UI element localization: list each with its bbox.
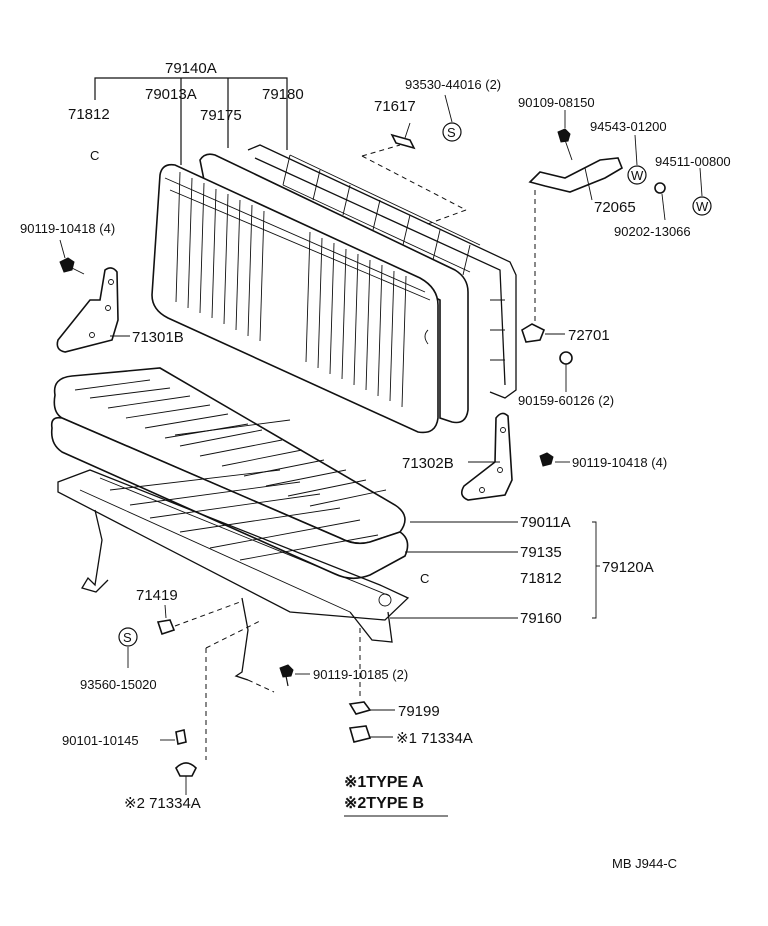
label-79175: 79175 — [200, 107, 242, 124]
label-71334A-type-a: ※1 71334A — [396, 730, 473, 747]
marker-circles — [118, 122, 712, 647]
seat-back-pad — [199, 153, 469, 424]
seat-cushion-frame — [57, 469, 410, 681]
lock-bracket-72065 — [528, 128, 666, 330]
label-79120A: 79120A — [602, 559, 654, 576]
label-90119-b: 90119-10418 (4) — [572, 455, 667, 470]
bolt-90119-10185 — [247, 664, 294, 693]
label-71301B: 71301B — [132, 329, 184, 346]
label-94543: 94543-01200 — [590, 119, 667, 134]
label-s-bot: S — [123, 630, 132, 645]
label-90109: 90109-08150 — [518, 95, 595, 110]
hinge-bracket-right-71302B — [460, 412, 554, 501]
striker-72701 — [521, 323, 573, 380]
label-79011A: 79011A — [520, 514, 571, 531]
label-79199: 79199 — [398, 703, 440, 720]
label-72701: 72701 — [568, 327, 610, 344]
diagram-reference: MB J944-C — [612, 856, 677, 871]
seat-back-cover — [151, 163, 439, 434]
label-90202: 90202-13066 — [614, 224, 691, 239]
cushion-hook-type-a — [348, 628, 372, 743]
label-90101: 90101-10145 — [62, 733, 139, 748]
label-71334A-type-b: ※2 71334A — [124, 795, 201, 812]
label-71812-mid: 71812 — [520, 570, 562, 587]
label-71617: 71617 — [374, 98, 416, 115]
label-w2: W — [696, 199, 709, 214]
clip-71617 — [361, 133, 467, 226]
label-71302B: 71302B — [402, 455, 454, 472]
cushion-hook-71419 — [156, 601, 241, 636]
leader-lines — [59, 94, 703, 817]
label-71419: 71419 — [136, 587, 178, 604]
legend-type-b: ※2TYPE B — [344, 795, 424, 812]
seat-cushion-pad — [50, 416, 409, 580]
legend-type-a: ※1TYPE A — [344, 774, 424, 791]
label-w1: W — [631, 168, 644, 183]
label-94511: 94511-00800 — [655, 154, 731, 169]
label-93530: 93530-44016 (2) — [405, 77, 501, 92]
label-s-top: S — [447, 125, 456, 140]
assembly-bracket-79140A — [94, 77, 288, 165]
cushion-hook-type-b — [175, 619, 263, 790]
label-90119-a: 90119-10418 (4) — [20, 221, 115, 236]
label-79180: 79180 — [262, 86, 304, 103]
label-79135: 79135 — [520, 544, 562, 561]
hinge-bracket-left-71301B — [56, 257, 119, 353]
label-93560: 93560-15020 — [80, 677, 157, 692]
label-79160: 79160 — [520, 610, 562, 627]
label-71812-top: 71812 — [68, 106, 110, 123]
seat-back-frame — [247, 144, 517, 399]
label-c-mid: C — [420, 571, 429, 586]
label-79140A: 79140A — [165, 60, 217, 77]
label-79013A: 79013A — [145, 86, 197, 103]
label-90119-c: 90119-10185 (2) — [313, 667, 408, 682]
label-72065: 72065 — [594, 199, 636, 216]
label-90159: 90159-60126 (2) — [518, 393, 614, 408]
label-c-top: C — [90, 148, 99, 163]
